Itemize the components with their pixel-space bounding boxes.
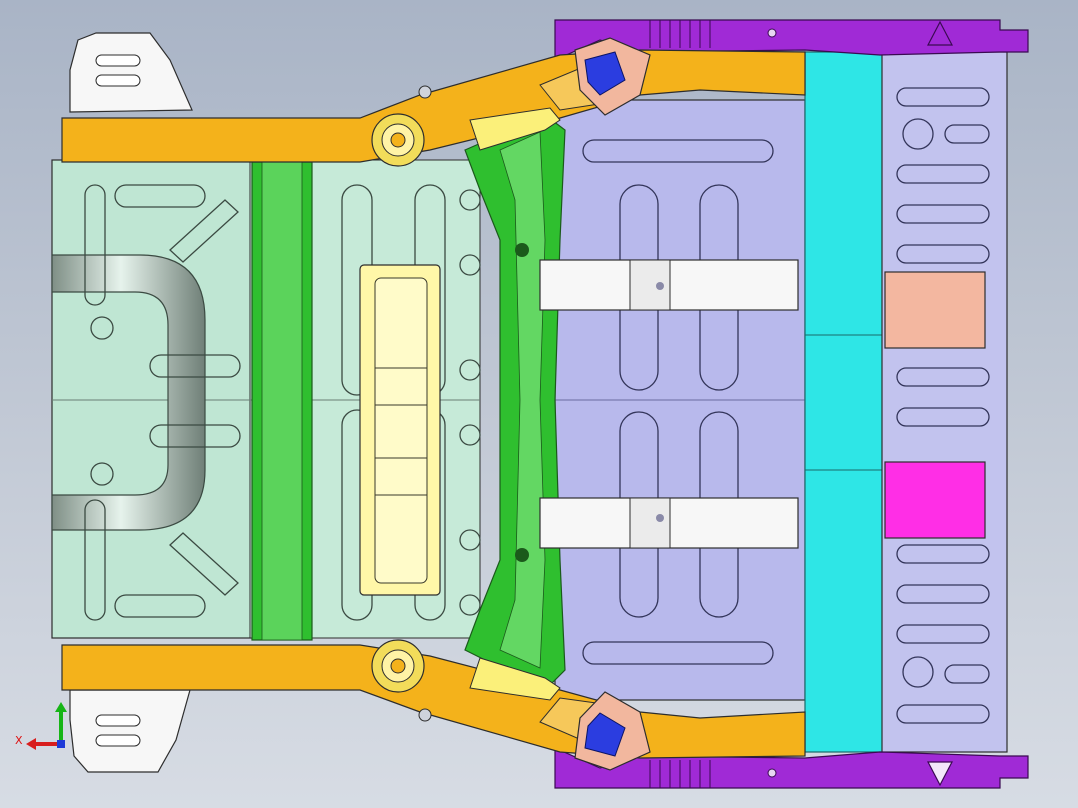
- emboss-slot: [459, 424, 481, 446]
- emboss-diagonal: [169, 199, 239, 263]
- emboss-slot: [944, 124, 990, 144]
- emboss-slot: [896, 407, 990, 427]
- emboss-slot: [896, 584, 990, 604]
- rail-triangle: [927, 20, 953, 46]
- blue-mount-left[interactable]: [584, 51, 626, 96]
- plate-slot: [95, 54, 141, 67]
- emboss-slot: [944, 664, 990, 684]
- emboss-hole: [90, 316, 114, 340]
- emboss-slot: [896, 164, 990, 184]
- emboss-slot: [896, 204, 990, 224]
- blue-mount-right[interactable]: [584, 712, 626, 757]
- front-left-plate[interactable]: [69, 32, 193, 113]
- emboss-diagonal: [169, 532, 239, 596]
- bracket-bolt: [656, 514, 664, 522]
- seat-bracket-lower-inner: [629, 497, 671, 549]
- emboss-slot: [896, 244, 990, 264]
- crossmember-hole: [515, 243, 529, 257]
- emboss-slot: [896, 544, 990, 564]
- rear-cyan-panel[interactable]: [804, 51, 886, 753]
- y-axis-head: [55, 702, 67, 712]
- emboss-slot: [459, 359, 481, 381]
- emboss-hole: [902, 118, 934, 150]
- emboss-slot: [896, 704, 990, 724]
- salmon-block[interactable]: [884, 271, 986, 349]
- rail-hole: [767, 768, 777, 778]
- exhaust-tube[interactable]: [51, 254, 206, 531]
- emboss-slot: [84, 184, 106, 306]
- crossmember-hole: [515, 548, 529, 562]
- seat-bracket-upper-inner: [629, 259, 671, 311]
- emboss-slot: [896, 367, 990, 387]
- strut-mount-left[interactable]: [371, 113, 425, 167]
- z-axis-dot: [57, 740, 65, 748]
- strut-mount-right[interactable]: [371, 639, 425, 693]
- emboss-slot: [459, 254, 481, 276]
- x-axis-label: X: [15, 734, 23, 747]
- plate-slot: [95, 734, 141, 747]
- rail-hole: [418, 708, 432, 722]
- emboss-hole: [902, 656, 934, 688]
- front-right-plate[interactable]: [69, 689, 191, 773]
- bracket-bolt: [656, 282, 664, 290]
- emboss-slot: [459, 529, 481, 551]
- front-crossmember-face: [261, 161, 303, 641]
- front-floor-panel[interactable]: [51, 159, 253, 639]
- emboss-slot: [896, 624, 990, 644]
- emboss-slot: [459, 594, 481, 616]
- emboss-slot: [149, 354, 241, 378]
- emboss-slot: [114, 594, 206, 618]
- rail-hole: [767, 28, 777, 38]
- emboss-slot: [582, 139, 774, 163]
- trunk-floor[interactable]: [881, 51, 1008, 753]
- tunnel-inner[interactable]: [374, 277, 428, 584]
- emboss-slot: [149, 424, 241, 448]
- rail-triangle: [927, 761, 953, 787]
- emboss-hole: [90, 462, 114, 486]
- rear-crossmember-face: [499, 131, 546, 669]
- axis-triad: X: [15, 702, 67, 750]
- emboss-slot: [114, 184, 206, 208]
- crossmember-gusset-right: [469, 657, 561, 701]
- emboss-slot: [896, 87, 990, 107]
- magenta-block[interactable]: [884, 461, 986, 539]
- rail-hole: [418, 85, 432, 99]
- emboss-slot: [582, 641, 774, 665]
- plate-slot: [95, 714, 141, 727]
- x-axis-head: [26, 738, 36, 750]
- emboss-slot: [459, 189, 481, 211]
- emboss-slot: [84, 499, 106, 621]
- crossmember-gusset-left: [469, 107, 561, 151]
- plate-slot: [95, 74, 141, 87]
